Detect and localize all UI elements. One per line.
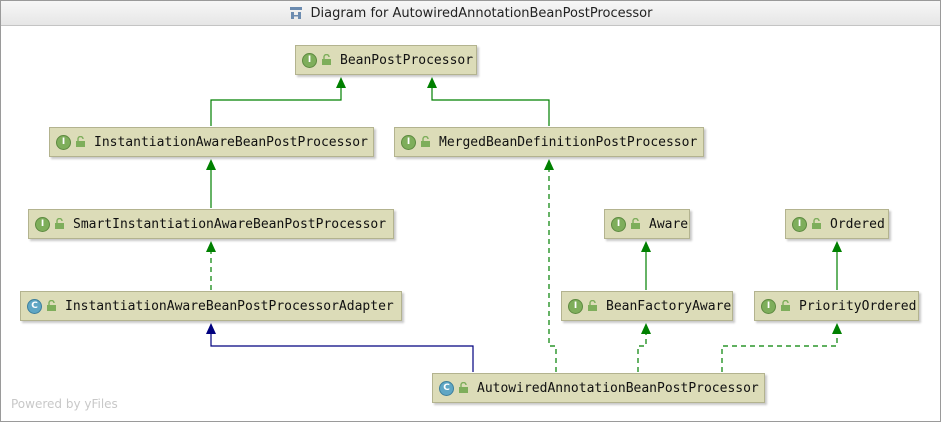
class-icon: C bbox=[439, 380, 454, 396]
edge-autowired-to-priority-ordered bbox=[721, 332, 838, 372]
edge-merged-to-bpp bbox=[431, 86, 550, 126]
title-bar: Diagram for AutowiredAnnotationBeanPostP… bbox=[1, 1, 940, 26]
lock-icon bbox=[781, 300, 790, 311]
arrow-head bbox=[206, 159, 216, 170]
lock-icon bbox=[76, 136, 85, 147]
interface-icon: I bbox=[302, 52, 317, 68]
node-label: MergedBeanDefinitionPostProcessor bbox=[439, 134, 698, 150]
watermark: Powered by yFiles bbox=[11, 397, 118, 411]
node-label: InstantiationAwareBeanPostProcessor bbox=[94, 134, 368, 150]
interface-icon: I bbox=[568, 298, 583, 314]
edge-instantiation-aware-to-bpp bbox=[210, 86, 342, 126]
node-label: PriorityOrdered bbox=[799, 298, 917, 314]
arrow-head bbox=[641, 323, 651, 334]
arrow-head bbox=[832, 323, 842, 334]
interface-icon: I bbox=[761, 298, 776, 314]
interface-icon: I bbox=[792, 216, 807, 232]
node-merged-bean-definition[interactable]: I MergedBeanDefinitionPostProcessor bbox=[394, 127, 704, 157]
interface-icon: I bbox=[611, 216, 626, 232]
interface-icon: I bbox=[401, 134, 416, 150]
node-bean-factory-aware[interactable]: I BeanFactoryAware bbox=[561, 291, 733, 321]
arrow-head bbox=[206, 323, 216, 334]
node-label: AutowiredAnnotationBeanPostProcessor bbox=[477, 380, 759, 396]
class-icon: C bbox=[27, 298, 42, 314]
node-instantiation-aware-adapter[interactable]: C InstantiationAwareBeanPostProcessorAda… bbox=[20, 291, 402, 321]
lock-icon bbox=[47, 300, 56, 311]
lock-icon bbox=[55, 218, 64, 229]
lock-icon bbox=[588, 300, 597, 311]
edge-autowired-to-adapter bbox=[210, 332, 474, 372]
node-ordered[interactable]: I Ordered bbox=[785, 209, 889, 239]
lock-icon bbox=[631, 218, 640, 229]
arrow-head bbox=[832, 241, 842, 252]
node-label: Aware bbox=[649, 216, 689, 232]
node-autowired-annotation[interactable]: C AutowiredAnnotationBeanPostProcessor bbox=[432, 373, 765, 403]
node-smart-instantiation-aware[interactable]: I SmartInstantiationAwareBeanPostProcess… bbox=[28, 209, 394, 239]
edge-autowired-to-merged bbox=[548, 168, 557, 372]
node-priority-ordered[interactable]: I PriorityOrdered bbox=[754, 291, 919, 321]
lock-icon bbox=[322, 54, 331, 65]
lock-icon bbox=[421, 136, 430, 147]
arrow-head bbox=[206, 241, 216, 252]
node-bean-post-processor[interactable]: I BeanPostProcessor bbox=[295, 45, 477, 75]
node-label: BeanPostProcessor bbox=[340, 52, 474, 68]
window-title: Diagram for AutowiredAnnotationBeanPostP… bbox=[310, 5, 653, 21]
edge-autowired-to-bean-factory-aware bbox=[637, 332, 647, 372]
node-label: InstantiationAwareBeanPostProcessorAdapt… bbox=[65, 298, 394, 314]
arrow-head bbox=[641, 241, 651, 252]
lock-icon bbox=[459, 382, 468, 393]
arrow-head bbox=[544, 159, 554, 170]
arrow-head bbox=[427, 77, 437, 88]
node-label: SmartInstantiationAwareBeanPostProcessor bbox=[73, 216, 387, 232]
lock-icon bbox=[812, 218, 821, 229]
node-label: BeanFactoryAware bbox=[606, 298, 732, 314]
interface-icon: I bbox=[35, 216, 50, 232]
node-instantiation-aware[interactable]: I InstantiationAwareBeanPostProcessor bbox=[49, 127, 374, 157]
node-aware[interactable]: I Aware bbox=[604, 209, 690, 239]
node-label: Ordered bbox=[830, 216, 885, 232]
interface-icon: I bbox=[56, 134, 71, 150]
diagram-icon bbox=[289, 7, 302, 19]
arrow-head bbox=[336, 77, 346, 88]
